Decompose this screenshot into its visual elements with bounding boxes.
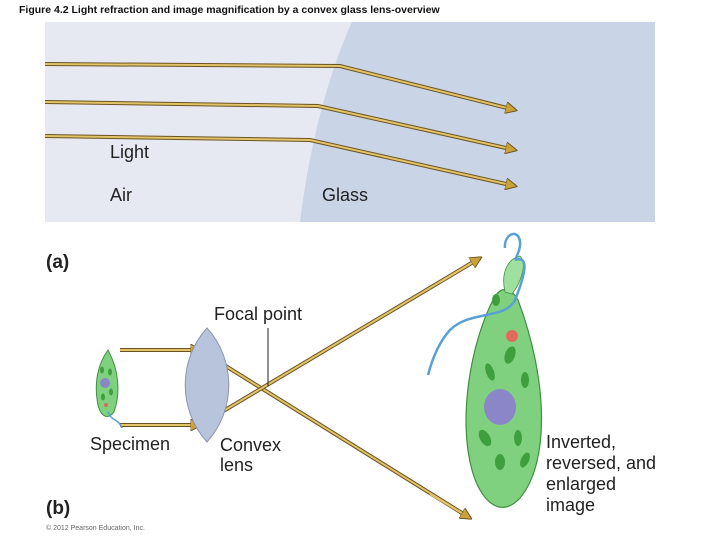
convex-lens-icon [184,327,230,443]
lens-label-line-1: Convex [220,435,282,455]
part-b-label: (b) [46,498,71,519]
lens-label-line-2: lens [220,455,254,475]
image-label-line-3: enlarged [546,474,617,494]
image-label-line-2: reversed, and [546,453,657,473]
ray-a-1 [44,62,515,110]
copyright-notice: © 2012 Pearson Education, Inc. [46,525,145,532]
glass-label: Glass [322,185,369,205]
light-rays-b [120,258,480,518]
air-label: Air [110,185,132,205]
light-label: Light [110,142,150,162]
glass-region [300,22,655,222]
euglena-cell-icon [95,349,123,429]
ray-b-upper [120,350,470,518]
specimen-label: Specimen [90,434,171,454]
figure-title: Figure 4.2 Light refraction and image ma… [19,4,440,16]
lens-label: Convex lens [220,435,281,475]
ray-a-2 [44,100,515,150]
part-a-label: (a) [46,252,70,273]
image-label: Inverted, reversed, and enlarged image [546,432,656,516]
enlarged-euglena-icon [426,232,543,508]
image-label-line-4: image [546,495,596,515]
image-label-line-1: Inverted, [546,432,617,452]
ray-b-lower [120,258,480,425]
light-rays-a [44,62,515,186]
ray-a-3 [44,134,515,186]
focal-point-label: Focal point [214,304,303,324]
